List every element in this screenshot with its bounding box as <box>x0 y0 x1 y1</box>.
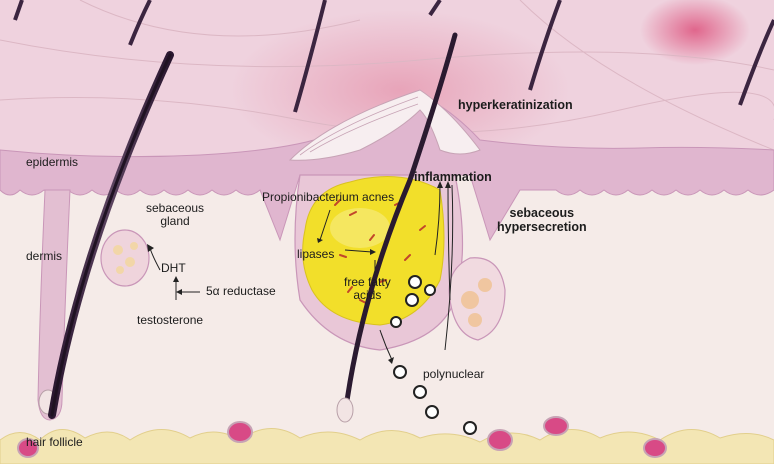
epidermis-label: epidermis <box>26 155 79 169</box>
hair-follicle-label: hair follicle <box>26 435 83 449</box>
inflammatory-cells <box>390 275 436 328</box>
blood-cells <box>17 416 667 458</box>
sebaceous-gland-left <box>100 229 150 287</box>
polynuclear-label: polynuclear <box>423 367 485 381</box>
propionibacterium-label: Propionibacterium acnes <box>262 190 395 204</box>
hyperkeratinization-label: hyperkeratinization <box>458 98 573 112</box>
dht-label: DHT <box>161 261 186 275</box>
sebaceous-gland-right <box>448 257 506 341</box>
distant-pimple <box>640 0 750 65</box>
dermis-label: dermis <box>26 249 63 263</box>
inflammation-label: inflammation <box>414 170 492 184</box>
sebaceous-gland-label: sebaceous gland <box>146 201 205 229</box>
free-fatty-acids-label: free fatty acids <box>344 275 391 303</box>
process-arrows <box>149 184 454 361</box>
hair-shaft <box>293 0 327 113</box>
propionibacterium-acnes <box>334 199 426 304</box>
redness-area <box>230 10 570 170</box>
hair-shaft <box>528 0 562 91</box>
lipases-label: lipases <box>297 247 335 261</box>
hair-shaft <box>738 19 774 106</box>
testosterone-label: testosterone <box>137 313 204 327</box>
reductase-label: 5α reductase <box>206 284 276 298</box>
hair-shaft-center <box>342 32 458 418</box>
polynuclear-cells <box>393 365 477 435</box>
arrowheads <box>147 181 451 364</box>
sebaceous-hypersecretion-label: sebaceous hypersecretion <box>497 206 587 234</box>
hair-shaft <box>128 0 152 46</box>
